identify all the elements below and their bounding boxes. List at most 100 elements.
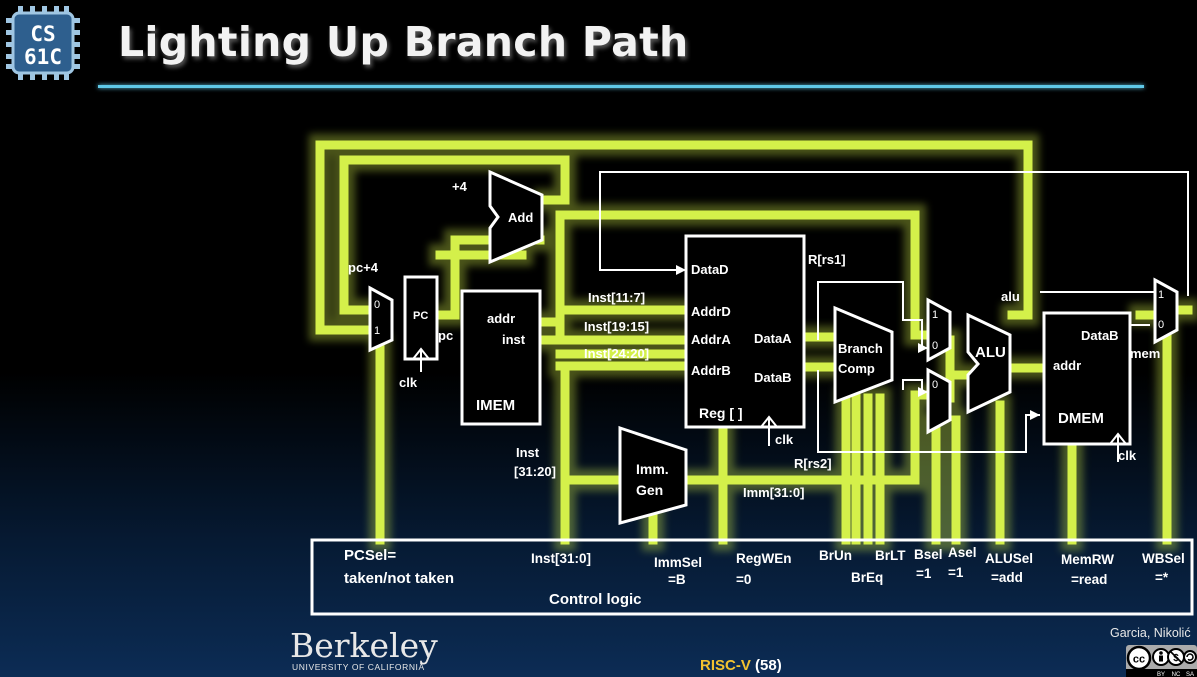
rs1-label: R[rs1] [808,252,846,267]
svg-text:0: 0 [932,379,938,391]
alu-b-mux: 0 [926,367,952,435]
brun-label: BrUn [819,548,852,563]
svg-text:Imm.: Imm. [636,461,669,477]
branch-comparator: Branch Comp [833,305,894,405]
pc-register: PC [403,275,439,372]
breq-label: BrEq [851,570,883,585]
immediate-generator: Imm. Gen [618,425,688,525]
immsel-label: ImmSel [654,555,702,570]
label-inst-31-20-b: [31:20] [514,464,556,479]
asel-value: =1 [948,565,964,580]
control-logic-box: PCSel= taken/not taken Inst[31:0] Contro… [310,538,1194,616]
immsel-value: =B [668,572,686,587]
svg-text:Comp: Comp [838,361,875,376]
svg-text:1: 1 [1158,289,1164,301]
logo-text-61c: 61C [24,45,62,69]
adder-label: Add [508,210,533,225]
svg-text:AddrD: AddrD [691,304,731,319]
memrw-label: MemRW [1061,552,1114,567]
berkeley-logo: Berkeley UNIVERSITY OF CALIFORNIA [290,626,438,672]
svg-text:Reg [ ]: Reg [ ] [699,405,743,421]
regwen-value: =0 [736,572,751,587]
berkeley-wordmark: Berkeley [290,626,438,665]
svg-text:AddrA: AddrA [691,332,731,347]
alu-a-mux: 1 0 [926,297,952,363]
asel-label: Asel [948,545,977,560]
title-underline [98,85,1144,88]
svg-text:AddrB: AddrB [691,363,731,378]
slide-number: (58) [755,657,782,674]
svg-text:Gen: Gen [636,482,663,498]
svg-text:DataA: DataA [754,331,792,346]
svg-text:ALU: ALU [975,344,1006,361]
memrw-value: =read [1071,572,1107,587]
cc-license-badge: cc $ BY NC SA [1126,645,1197,677]
pc-mux: 0 1 [368,285,394,353]
writeback-mux: 1 0 [1153,277,1179,345]
svg-text:IMEM: IMEM [476,397,515,414]
pc-out-label: pc [438,328,453,343]
alusel-label: ALUSel [985,551,1033,566]
mem-label: mem [1130,346,1160,361]
label-inst-19-15: Inst[19:15] [584,319,649,334]
bsel-value: =1 [916,566,932,581]
pcsel-value: taken/not taken [344,570,454,587]
slide-footer: RISC-V (58) [700,657,782,674]
svg-text:$: $ [1173,653,1179,664]
course-name: RISC-V [700,657,751,674]
svg-text:0: 0 [374,299,380,311]
bsel-label: Bsel [914,547,943,562]
svg-text:addr: addr [487,311,515,326]
pc-plus-4-label: pc+4 [348,260,379,275]
label-inst-11-7: Inst[11:7] [588,290,645,305]
rs2-label: R[rs2] [794,456,832,471]
svg-text:0: 0 [932,340,938,352]
alu-block: ALU [966,312,1012,415]
svg-text:Branch: Branch [838,341,883,356]
svg-text:0: 0 [1158,319,1164,331]
svg-text:cc: cc [1133,654,1145,666]
alu-out-label: alu [1001,289,1020,304]
svg-text:DMEM: DMEM [1058,410,1104,427]
pc-clk-label: clk [399,375,418,390]
wbsel-value: =* [1155,570,1169,585]
wbsel-label: WBSel [1142,551,1185,566]
svg-text:DataD: DataD [691,262,729,277]
svg-text:inst: inst [502,332,526,347]
alusel-value: =add [991,570,1023,585]
svg-text:DataB: DataB [1081,328,1119,343]
svg-text:1: 1 [932,309,938,321]
cs61c-logo: CS 61C [6,6,80,80]
author-credit: Garcia, Nikolić [1110,626,1191,640]
berkeley-subtitle: UNIVERSITY OF CALIFORNIA [292,662,425,672]
pc-adder: Add [488,169,544,265]
wire-arrows [676,265,1040,420]
label-inst-31-20-a: Inst [516,445,540,460]
imem-block: addr inst IMEM [460,289,542,426]
pcsel-label: PCSel= [344,547,396,564]
svg-text:DataB: DataB [754,370,792,385]
plus-four-label: +4 [452,179,468,194]
logo-text-cs: CS [30,22,55,46]
regwen-label: RegWEn [736,551,792,566]
imm-out-label: Imm[31:0] [743,485,804,500]
sa-icon [1183,650,1197,664]
inst-field-labels: Inst[11:7] Inst[19:15] Inst[24:20] Inst … [514,290,649,479]
svg-text:clk: clk [1118,448,1137,463]
highlighted-branch-path [309,134,1197,551]
svg-text:addr: addr [1053,358,1081,373]
cc-icon [1126,645,1152,671]
svg-text:NC: NC [1172,672,1181,677]
register-file: DataD AddrD AddrA AddrB DataA DataB Reg … [684,234,806,447]
svg-text:PC: PC [413,310,428,322]
svg-text:BY: BY [1157,672,1165,677]
label-inst-24-20: Inst[24:20] [584,346,649,361]
control-logic-title: Control logic [549,591,642,608]
svg-text:1: 1 [374,325,380,337]
dmem-block: DataB addr DMEM clk [1042,311,1137,463]
svg-text:clk: clk [775,432,794,447]
svg-text:SA: SA [1186,672,1194,677]
control-inst-label: Inst[31:0] [531,551,591,566]
brlt-label: BrLT [875,548,906,563]
